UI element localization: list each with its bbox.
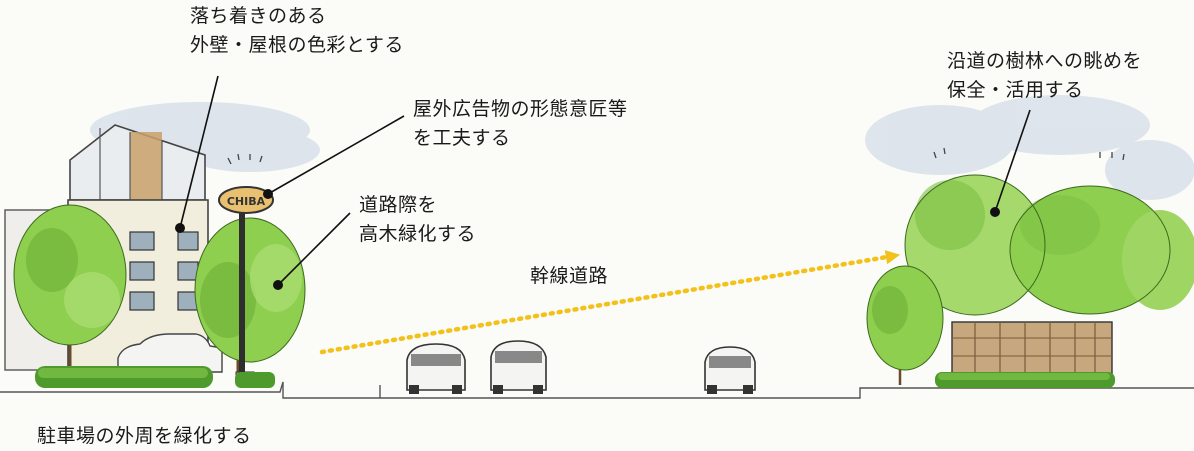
annotation-facade-color: 落ち着きのある 外壁・屋根の色彩とする xyxy=(190,2,404,60)
annotation-roadside-trees: 道路際を 高木緑化する xyxy=(359,191,476,249)
leader-line-forest xyxy=(994,109,1031,213)
annotation-signage-line1: 屋外広告物の形態意匠等 xyxy=(413,98,628,120)
annotation-roadside-trees-line2: 高木緑化する xyxy=(359,223,477,245)
sky-wash-right xyxy=(865,95,1194,200)
annotation-main-road-text: 幹線道路 xyxy=(530,265,609,287)
forest-emphasis-marks xyxy=(933,147,1125,161)
leader-dot-forest xyxy=(990,207,1000,217)
view-arrow xyxy=(319,250,901,355)
leader-line-signage xyxy=(267,115,405,195)
annotation-facade-color-line1: 落ち着きのある xyxy=(190,5,327,27)
annotation-signage-line2: を工夫する xyxy=(413,127,511,149)
annotation-forest-view-line1: 沿道の樹林への眺めを xyxy=(947,50,1143,72)
annotation-roadside-trees-line1: 道路際を xyxy=(359,194,438,216)
leader-dots xyxy=(175,189,1000,290)
annotation-forest-view-line2: 保全・活用する xyxy=(947,79,1084,101)
hedge-left xyxy=(35,366,275,388)
sign-text: CHIBA xyxy=(227,195,266,208)
tree-small-right xyxy=(866,265,944,385)
leader-dot-signage xyxy=(263,189,273,199)
annotation-signage: 屋外広告物の形態意匠等 を工夫する xyxy=(413,95,628,153)
leader-line-facade xyxy=(179,75,219,229)
vehicle-1 xyxy=(406,343,466,394)
building-windows xyxy=(129,231,199,311)
leader-line-roadside-trees xyxy=(277,212,351,286)
vehicle-2 xyxy=(490,340,547,394)
hedge-right xyxy=(935,372,1115,388)
annotation-parking-green: 駐車場の外周を緑化する xyxy=(37,422,252,451)
annotation-parking-green-text: 駐車場の外周を緑化する xyxy=(37,425,252,447)
leader-dot-roadside-trees xyxy=(273,280,283,290)
leader-lines xyxy=(179,75,1031,286)
sign-emphasis-marks xyxy=(227,153,263,165)
annotation-forest-view: 沿道の樹林への眺めを 保全・活用する xyxy=(947,47,1142,105)
tree-left xyxy=(13,204,127,378)
forest-right xyxy=(904,174,1194,316)
annotation-facade-color-line2: 外壁・屋根の色彩とする xyxy=(190,34,404,56)
annotation-main-road: 幹線道路 xyxy=(530,262,608,291)
vehicle-3 xyxy=(704,346,756,394)
wooden-fence xyxy=(951,321,1113,381)
leader-dot-facade xyxy=(175,223,185,233)
chiba-sign xyxy=(218,186,274,214)
